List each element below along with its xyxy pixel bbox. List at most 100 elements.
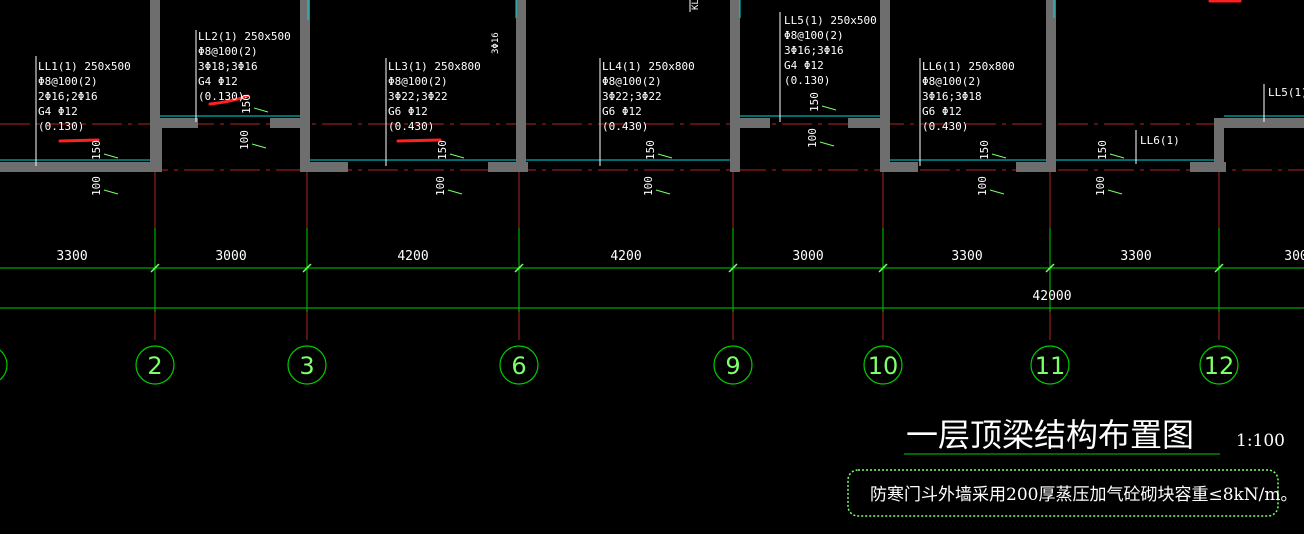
offset-tick-14 — [1107, 189, 1123, 195]
note-box — [847, 469, 1279, 517]
k-mark: KL — [691, 0, 701, 10]
axis-label-10: 10 — [868, 352, 899, 380]
axis-bubble-2 — [135, 345, 175, 385]
offset-dim-1: 150 — [90, 140, 103, 160]
beam-label-ll1-line-1: LL1(1) 250x500 — [38, 60, 131, 73]
beam-label-ll1-line-5: (0.130) — [38, 120, 84, 133]
beam-label-ll1-line-3: 2Φ16;2Φ16 — [38, 90, 98, 103]
offset-dim-4: 100 — [238, 130, 251, 150]
beam-label-ll5-line-1: LL5(1) 250x500 — [784, 14, 877, 27]
beam-label-ll6-line-1: LL6(1) 250x800 — [922, 60, 1015, 73]
offset-tick-9 — [821, 105, 837, 111]
beam-label-ll6-line-2: Φ8@100(2) — [922, 75, 982, 88]
beam-label-ll3-line-1: LL3(1) 250x800 — [388, 60, 481, 73]
walls — [0, 0, 1304, 172]
axis-bubble-3 — [287, 345, 327, 385]
beam-label-ll3-line-3: 3Φ22;3Φ22 — [388, 90, 448, 103]
axis-bubble-9 — [713, 345, 753, 385]
span-dim-8: 300 — [1284, 249, 1304, 264]
span-dim-4: 4200 — [610, 249, 641, 264]
rebar-label-top: 3Φ16 — [491, 32, 501, 54]
offset-tick-8 — [655, 189, 671, 195]
dim-tick-2 — [302, 263, 312, 273]
drawing-scale: 1:100 — [1236, 431, 1285, 451]
axis-label-9: 9 — [725, 352, 740, 380]
red-markups — [58, 0, 1242, 143]
span-dim-2: 3000 — [215, 249, 246, 264]
axis-label-11: 11 — [1035, 352, 1066, 380]
axis-bubble-6 — [499, 345, 539, 385]
beam-label-ll6-line-3: 3Φ16;3Φ18 — [922, 90, 982, 103]
offset-tick-3 — [253, 107, 269, 113]
beam-label-ll4-line-3: 3Φ22;3Φ22 — [602, 90, 662, 103]
beam-label-ll5-line-5: (0.130) — [784, 74, 830, 87]
offset-tick-1 — [103, 153, 119, 159]
beam-label-ll5-line-2: Φ8@100(2) — [784, 29, 844, 42]
axis-bubble-10 — [863, 345, 903, 385]
axis-bubble-12 — [1199, 345, 1239, 385]
axis-bubble-partial — [0, 349, 8, 381]
offset-dim-8: 100 — [642, 176, 655, 196]
dim-tick-4 — [728, 263, 738, 273]
offset-dim-3: 150 — [240, 94, 253, 114]
grid-lines — [0, 123, 1304, 171]
span-dim-1: 3300 — [56, 249, 87, 264]
beam-label-ll3-line-2: Φ8@100(2) — [388, 75, 448, 88]
offset-tick-2 — [103, 189, 119, 195]
offset-dim-5: 150 — [436, 140, 449, 160]
beam-label-ll5-right: LL5(1) — [1268, 86, 1304, 99]
dim-tick-6 — [1045, 263, 1055, 273]
offset-tick-10 — [819, 141, 835, 147]
offset-dim-6: 100 — [434, 176, 447, 196]
dim-tick-7 — [1214, 263, 1224, 273]
beam-label-ll6-small: LL6(1) — [1140, 134, 1180, 147]
beam-label-ll6-line-5: (0.430) — [922, 120, 968, 133]
beam-label-ll4-line-1: LL4(1) 250x800 — [602, 60, 695, 73]
beam-label-ll3-line-4: G6 Φ12 — [388, 105, 428, 118]
axis-bubble-11 — [1030, 345, 1070, 385]
dim-tick-1 — [150, 263, 160, 273]
beam-label-ll2-line-3: 3Φ18;3Φ16 — [198, 60, 258, 73]
span-dim-7: 3300 — [1120, 249, 1151, 264]
drawing-title: 一层顶梁结构布置图 — [906, 416, 1194, 454]
beam-label-ll6-line-4: G6 Φ12 — [922, 105, 962, 118]
axis-label-2: 2 — [147, 352, 162, 380]
beam-label-ll4-line-5: (0.430) — [602, 120, 648, 133]
beam-label-ll4-line-2: Φ8@100(2) — [602, 75, 662, 88]
drawing-note: 防寒门斗外墙采用200厚蒸压加气砼砌块容重≤8kN/m。 — [870, 485, 1298, 505]
axis-label-12: 12 — [1204, 352, 1235, 380]
offset-tick-5 — [449, 153, 465, 159]
beam-label-ll5-line-4: G4 Φ12 — [784, 59, 824, 72]
axis-label-6: 6 — [511, 352, 526, 380]
offset-dim-12: 100 — [976, 176, 989, 196]
leader-lines — [35, 0, 1265, 166]
offset-dim-10: 100 — [806, 128, 819, 148]
beam-label-ll2-line-2: Φ8@100(2) — [198, 45, 258, 58]
beam-label-ll5-line-3: 3Φ16;3Φ16 — [784, 44, 844, 57]
span-dim-5: 3000 — [792, 249, 823, 264]
beam-label-ll2-line-1: LL2(1) 250x500 — [198, 30, 291, 43]
offset-tick-12 — [989, 189, 1005, 195]
total-dim: 42000 — [1032, 289, 1071, 304]
beam-label-ll2-line-5: (0.130) — [198, 90, 244, 103]
dimension-lines — [0, 267, 1304, 309]
axis-vertical-lines — [154, 172, 1220, 340]
beam-label-ll1-line-2: Φ8@100(2) — [38, 75, 98, 88]
span-dim-6: 3300 — [951, 249, 982, 264]
offset-tick-11 — [991, 153, 1007, 159]
offset-dim-11: 150 — [978, 140, 991, 160]
beam-label-ll4-line-4: G6 Φ12 — [602, 105, 642, 118]
span-dim-3: 4200 — [397, 249, 428, 264]
offset-dim-13: 150 — [1096, 140, 1109, 160]
offset-tick-6 — [447, 189, 463, 195]
beam-label-ll1-line-4: G4 Φ12 — [38, 105, 78, 118]
beam-label-ll2-line-4: G4 Φ12 — [198, 75, 238, 88]
offset-dim-7: 150 — [644, 140, 657, 160]
offset-dim-9: 150 — [808, 92, 821, 112]
beam-label-ll3-line-5: (0.430) — [388, 120, 434, 133]
axis-label-3: 3 — [299, 352, 314, 380]
dim-tick-3 — [514, 263, 524, 273]
offset-tick-4 — [251, 143, 267, 149]
